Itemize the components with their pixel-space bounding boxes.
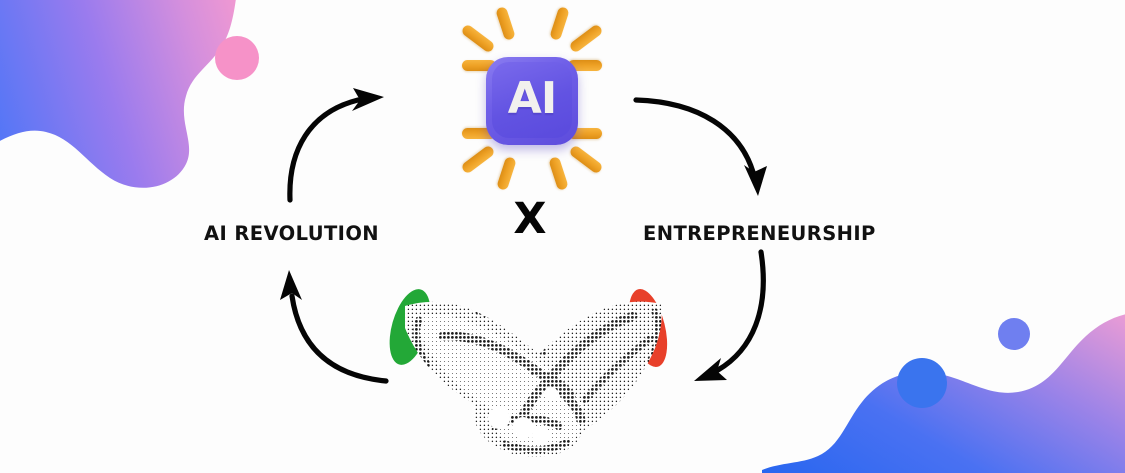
label-entrepreneurship: ENTREPRENEURSHIP [643, 222, 876, 245]
ai-chip-body: AI [486, 57, 578, 145]
ray-icon [460, 23, 496, 54]
arrow-left-up [287, 88, 384, 203]
ray-icon [568, 23, 604, 54]
arrow-bottom-right-down [694, 249, 766, 381]
label-ai-revolution: AI REVOLUTION [204, 222, 380, 245]
center-x-symbol: X [513, 194, 547, 244]
handshake-group [381, 276, 683, 466]
ray-icon [462, 60, 496, 71]
arrow-bottom-left-up [280, 270, 389, 384]
ray-icon [568, 144, 604, 175]
ray-icon [460, 144, 496, 175]
ray-icon [568, 128, 602, 139]
ai-chip-face: AI [492, 62, 572, 138]
ai-icon: AI [440, 6, 620, 191]
handshake-halftone-icon [405, 301, 662, 458]
arrow-right-down [633, 97, 767, 196]
ai-chip-label: AI [507, 73, 557, 124]
